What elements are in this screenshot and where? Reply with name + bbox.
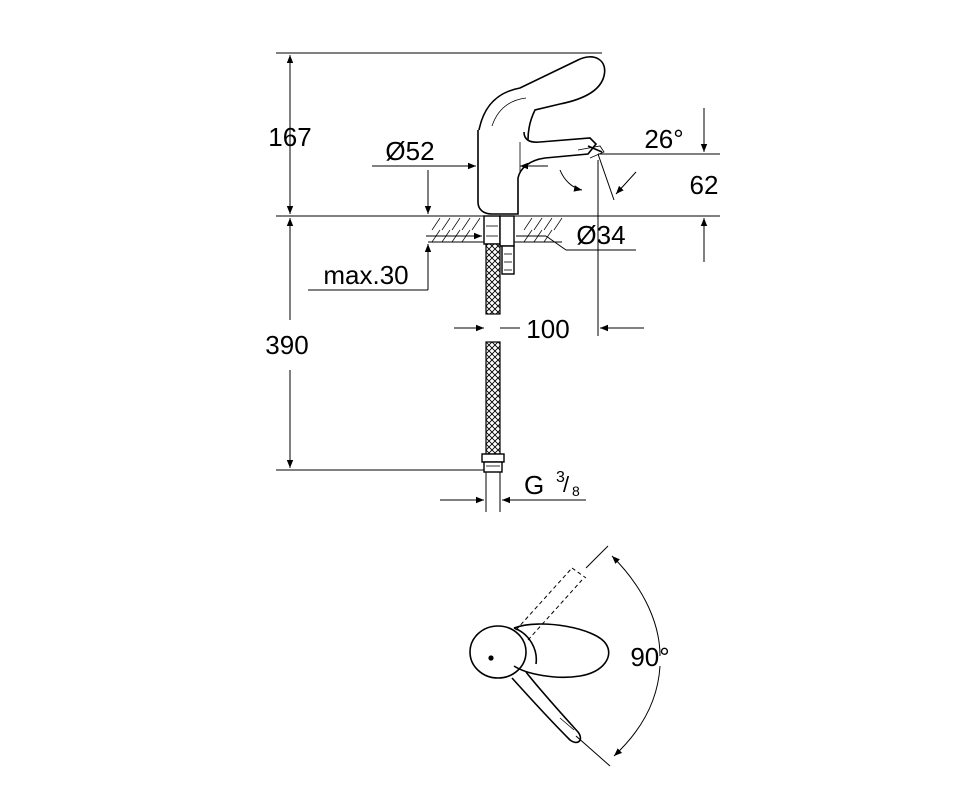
dimension-spout-projection: 100 xyxy=(454,160,644,344)
dimension-lever-rotation: 90° xyxy=(575,545,670,767)
label-thread-numerator: 3 xyxy=(556,469,565,486)
dimension-spout-height: 62 xyxy=(690,108,720,262)
dimension-overall-height: 167 xyxy=(268,52,720,217)
label-base-diameter: Ø34 xyxy=(576,220,625,250)
faucet-side-view-icon xyxy=(477,56,606,215)
dimension-base-diameter: Ø34 xyxy=(426,220,636,251)
label-spout-height: 62 xyxy=(690,170,719,200)
label-thread-prefix: G xyxy=(524,470,544,500)
dimension-max-deck-thickness: max.30 xyxy=(308,170,432,291)
faucet-top-view-icon xyxy=(469,623,610,744)
label-thread-denominator: 8 xyxy=(572,483,580,499)
label-thread-slash: / xyxy=(563,472,570,497)
label-body-diameter: Ø52 xyxy=(385,136,434,166)
label-spout-angle: 26° xyxy=(644,124,683,154)
label-spout-projection: 100 xyxy=(526,314,569,344)
dimension-spout-angle: 26° xyxy=(559,124,690,201)
dimension-thread-size: G 3 / 8 xyxy=(440,469,586,504)
label-lever-rotation: 90° xyxy=(630,642,669,672)
label-max-deck-thickness: max.30 xyxy=(323,260,408,290)
braided-hose-icon xyxy=(481,243,505,512)
dimension-body-diameter: Ø52 xyxy=(372,136,548,170)
lever-rotated-position xyxy=(515,567,587,641)
label-hose-length: 390 xyxy=(265,330,308,360)
dimension-hose-length: 390 xyxy=(265,218,486,471)
label-overall-height: 167 xyxy=(268,122,311,152)
